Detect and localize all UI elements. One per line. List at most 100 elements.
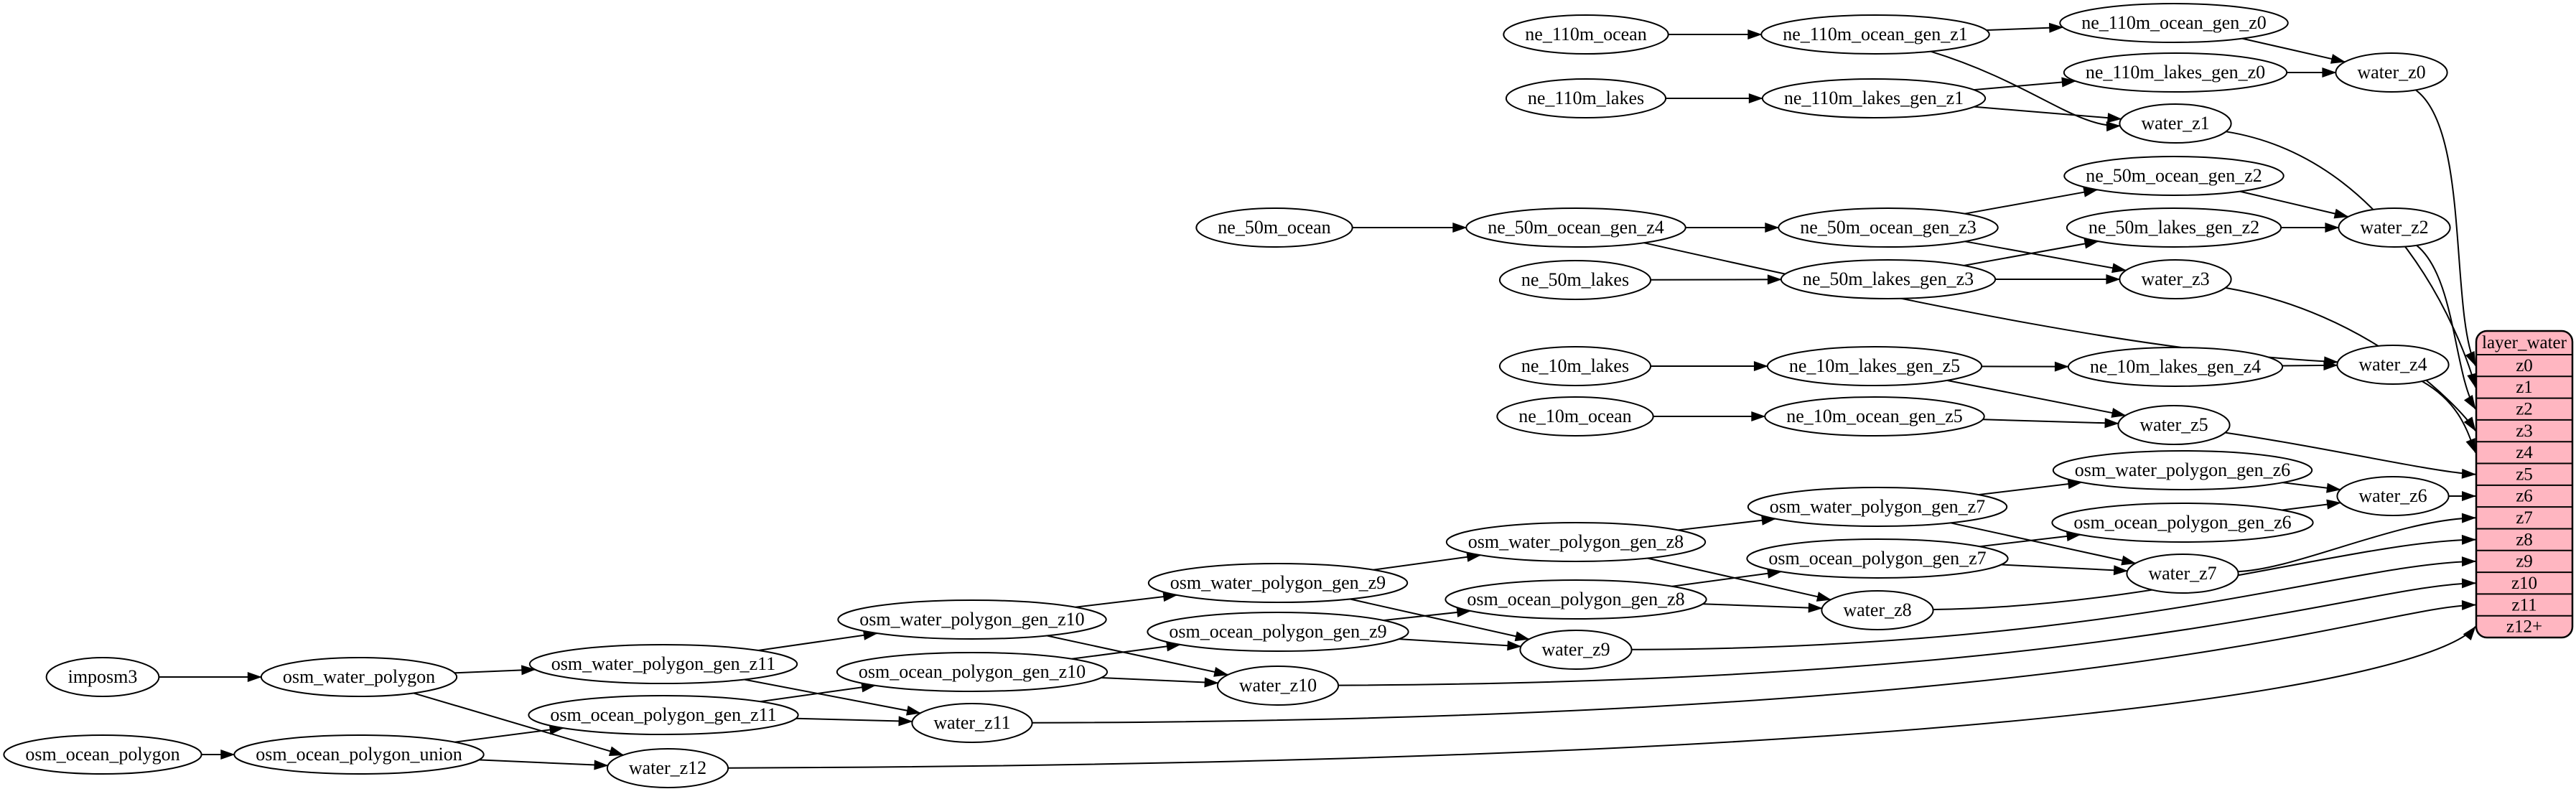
node-label-ne_110m_lakes_gen_z0: ne_110m_lakes_gen_z0 <box>2086 62 2265 83</box>
node-water_z6: water_z6 <box>2336 476 2450 516</box>
node-ellipse-ne_110m_lakes_gen_z1 <box>1761 78 1987 118</box>
node-label-osm_ocean_polygon: osm_ocean_polygon <box>25 744 179 765</box>
node-ellipse-ne_50m_ocean_gen_z4 <box>1465 207 1686 248</box>
node-label-ne_50m_ocean_gen_z2: ne_50m_ocean_gen_z2 <box>2086 165 2262 186</box>
node-ellipse-ne_50m_ocean_gen_z3 <box>1778 207 1999 248</box>
node-water_z0: water_z0 <box>2335 52 2448 93</box>
node-osm_water_polygon_gen_z11: osm_water_polygon_gen_z11 <box>528 644 798 684</box>
node-ne_110m_ocean_gen_z1: ne_110m_ocean_gen_z1 <box>1760 14 1990 55</box>
node-ne_110m_lakes_gen_z1: ne_110m_lakes_gen_z1 <box>1761 78 1987 118</box>
edge-osm_ocean_polygon_gen_z11--osm_ocean_polygon_gen_z10 <box>760 682 877 703</box>
edge-water_z2--layer_water-z2 <box>2416 245 2476 410</box>
node-ellipse-osm_water_polygon <box>260 657 458 697</box>
node-ellipse-ne_10m_lakes_gen_z5 <box>1766 346 1983 386</box>
node-ellipse-osm_ocean_polygon_gen_z10 <box>836 652 1109 692</box>
node-layer: ne_110m_ocean ne_110m_ocean_gen_z1 ne_110m… <box>3 3 2451 788</box>
node-ellipse-water_z8 <box>1821 590 1934 630</box>
node-label-osm_ocean_polygon_gen_z7: osm_ocean_polygon_gen_z7 <box>1768 548 1986 569</box>
node-ellipse-water_z4 <box>2336 345 2450 385</box>
node-ne_10m_lakes_gen_z5: ne_10m_lakes_gen_z5 <box>1766 346 1983 386</box>
edge-osm_ocean_polygon_gen_z10--osm_ocean_polygon_gen_z9 <box>1071 641 1181 660</box>
edge-osm_water_polygon--water_z12 <box>413 692 625 757</box>
node-label-ne_110m_ocean_gen_z0: ne_110m_ocean_gen_z0 <box>2081 12 2267 33</box>
node-ellipse-osm_water_polygon_gen_z7 <box>1747 487 2008 527</box>
node-ellipse-water_z1 <box>2119 103 2232 144</box>
edge-osm_ocean_polygon_gen_z11--water_z11 <box>795 716 913 727</box>
node-ne_50m_ocean: ne_50m_ocean <box>1195 207 1353 248</box>
node-ne_10m_lakes: ne_10m_lakes <box>1498 346 1652 386</box>
node-ellipse-ne_110m_ocean_gen_z1 <box>1760 14 1990 55</box>
node-ellipse-osm_water_polygon_gen_z9 <box>1147 563 1409 603</box>
node-label-osm_water_polygon_gen_z7: osm_water_polygon_gen_z7 <box>1770 496 1985 517</box>
node-label-water_z6: water_z6 <box>2358 485 2427 506</box>
table-layer-water: layer_waterz0z1z2z3z4z5z6z7z8z9z10z11z12… <box>2475 330 2574 639</box>
edge-osm_ocean_polygon_gen_z9--water_z9 <box>1399 638 1522 651</box>
node-ellipse-ne_110m_ocean_gen_z0 <box>2059 3 2289 43</box>
node-ellipse-osm_ocean_polygon_gen_z6 <box>2051 503 2314 543</box>
node-osm_ocean_polygon_gen_z8: osm_ocean_polygon_gen_z8 <box>1445 579 1707 620</box>
edge-water_z11--layer_water-z11 <box>1032 599 2476 724</box>
node-ellipse-ne_110m_lakes_gen_z0 <box>2063 52 2288 93</box>
node-water_z2: water_z2 <box>2338 207 2451 248</box>
edge-ne_50m_lakes_gen_z3--ne_50m_lakes_gen_z2 <box>1964 238 2099 266</box>
layer-water-row-z0: z0 <box>2516 356 2533 375</box>
node-ellipse-ne_10m_lakes <box>1498 346 1652 386</box>
edge-osm_water_polygon_gen_z11--osm_water_polygon_gen_z10 <box>757 630 878 651</box>
edge-ne_110m_ocean_gen_z0--water_z0 <box>2241 37 2346 64</box>
node-osm_ocean_polygon_gen_z9: osm_ocean_polygon_gen_z9 <box>1147 612 1409 652</box>
edge-water_z9--layer_water-z9 <box>1631 556 2476 650</box>
node-water_z4: water_z4 <box>2336 345 2450 385</box>
node-ellipse-ne_50m_lakes_gen_z3 <box>1780 259 1997 299</box>
node-label-ne_110m_ocean: ne_110m_ocean <box>1525 24 1646 45</box>
node-label-ne_10m_ocean: ne_10m_ocean <box>1518 406 1631 426</box>
node-label-water_z5: water_z5 <box>2139 414 2208 435</box>
node-osm_ocean_polygon_union: osm_ocean_polygon_union <box>233 734 485 775</box>
node-ellipse-ne_50m_ocean <box>1195 207 1353 248</box>
node-ellipse-water_z2 <box>2338 207 2451 248</box>
node-label-ne_50m_ocean_gen_z3: ne_50m_ocean_gen_z3 <box>1800 217 1976 238</box>
node-label-ne_50m_lakes_gen_z3: ne_50m_lakes_gen_z3 <box>1803 269 1974 289</box>
edge-water_z5--layer_water-z5 <box>2225 431 2476 479</box>
node-ne_50m_ocean_gen_z2: ne_50m_ocean_gen_z2 <box>2063 156 2285 196</box>
node-ellipse-ne_50m_lakes_gen_z2 <box>2066 207 2282 248</box>
node-ellipse-osm_ocean_polygon_gen_z9 <box>1147 612 1409 652</box>
layer-water-row-z5: z5 <box>2516 464 2533 484</box>
node-label-ne_50m_lakes_gen_z2: ne_50m_lakes_gen_z2 <box>2089 217 2259 238</box>
node-label-ne_50m_lakes: ne_50m_lakes <box>1521 269 1629 290</box>
node-osm_water_polygon_gen_z10: osm_water_polygon_gen_z10 <box>837 599 1107 640</box>
node-water_z11: water_z11 <box>911 703 1033 743</box>
layer-water-row-z9: z9 <box>2516 552 2533 571</box>
node-label-ne_10m_lakes_gen_z4: ne_10m_lakes_gen_z4 <box>2090 356 2261 377</box>
node-label-ne_10m_lakes_gen_z5: ne_10m_lakes_gen_z5 <box>1789 355 1960 376</box>
edge-water_z0--layer_water-z0 <box>2415 89 2476 367</box>
node-label-osm_water_polygon_gen_z8: osm_water_polygon_gen_z8 <box>1468 531 1684 552</box>
edge-osm_water_polygon_gen_z9--osm_water_polygon_gen_z8 <box>1373 551 1482 571</box>
node-ellipse-water_z3 <box>2119 259 2232 299</box>
node-label-water_z2: water_z2 <box>2360 217 2428 238</box>
edge-osm_water_polygon_gen_z11--water_z11 <box>744 678 921 716</box>
layer-water-row-z3: z3 <box>2516 421 2533 441</box>
edge-osm_water_polygon--osm_water_polygon_gen_z11 <box>454 665 536 676</box>
node-water_z1: water_z1 <box>2119 103 2232 144</box>
edge-osm_water_polygon_gen_z7--water_z7 <box>1950 522 2137 566</box>
layer-water-row-z7: z7 <box>2516 508 2533 528</box>
node-label-imposm3: imposm3 <box>68 666 138 687</box>
edge-water_z12--layer_water-z12+ <box>728 626 2476 769</box>
node-label-water_z7: water_z7 <box>2148 563 2216 584</box>
node-label-water_z9: water_z9 <box>1541 639 1610 660</box>
node-ne_10m_ocean_gen_z5: ne_10m_ocean_gen_z5 <box>1764 396 1985 436</box>
node-ellipse-osm_water_polygon_gen_z8 <box>1445 522 1707 562</box>
node-label-osm_ocean_polygon_union: osm_ocean_polygon_union <box>256 744 462 765</box>
node-label-osm_water_polygon_gen_z9: osm_water_polygon_gen_z9 <box>1170 572 1386 593</box>
layer-water-row-z12+: z12+ <box>2506 617 2542 637</box>
node-osm_water_polygon_gen_z9: osm_water_polygon_gen_z9 <box>1147 563 1409 603</box>
edge-ne_10m_lakes_gen_z5--water_z5 <box>1946 379 2127 418</box>
node-label-ne_10m_lakes: ne_10m_lakes <box>1521 355 1629 376</box>
node-label-ne_10m_ocean_gen_z5: ne_10m_ocean_gen_z5 <box>1786 406 1962 426</box>
node-label-osm_ocean_polygon_gen_z11: osm_ocean_polygon_gen_z11 <box>550 704 776 725</box>
edge-osm_water_polygon_gen_z10--osm_water_polygon_gen_z9 <box>1075 592 1178 608</box>
edge-osm_water_polygon_gen_z8--osm_water_polygon_gen_z7 <box>1678 515 1776 531</box>
edge-ne_50m_ocean_gen_z2--water_z2 <box>2239 190 2349 219</box>
node-ellipse-osm_ocean_polygon_union <box>233 734 485 775</box>
